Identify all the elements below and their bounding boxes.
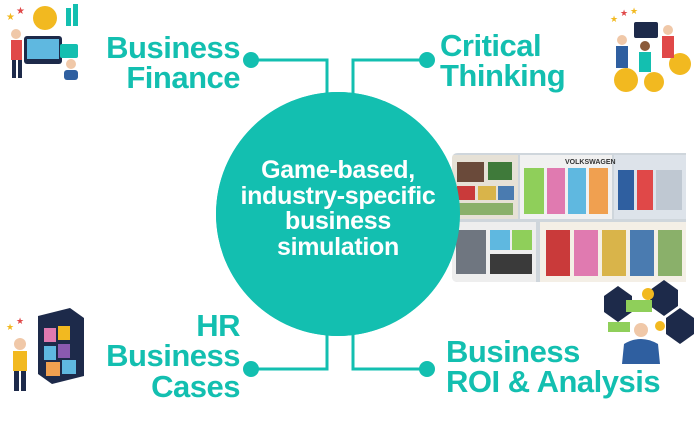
label-hr-line3: Cases (151, 368, 240, 404)
lightbulb-icon: ★ ★ ★ (610, 6, 691, 92)
roi-money-icon (604, 280, 694, 364)
center-line4: simulation (276, 232, 399, 261)
svg-text:★: ★ (6, 12, 15, 23)
svg-text:★: ★ (610, 14, 618, 24)
label-business-finance: Business Finance (96, 30, 240, 96)
svg-text:★: ★ (16, 6, 25, 17)
svg-text:★: ★ (620, 8, 628, 18)
label-business-roi: Business ROI & Analysis (446, 334, 696, 400)
board-header-text: VOLKSWAGEN (565, 159, 616, 166)
node-dot-hr-business-cases (243, 361, 259, 377)
label-critical-thinking-line1: Critical (440, 28, 542, 63)
hr-board-icon: ★ ★ (6, 308, 84, 391)
label-hr-line1: HR (196, 308, 240, 343)
center-text: Game-based, industry-specific business s… (222, 156, 454, 261)
label-business-finance-line2: Finance (126, 60, 240, 96)
svg-text:★: ★ (16, 316, 24, 326)
center-line2: industry-specific (240, 181, 436, 210)
node-dot-critical-thinking (419, 52, 435, 68)
label-roi-line2: ROI & Analysis (446, 364, 661, 400)
finance-icon: ★ ★ (6, 4, 78, 80)
node-dot-business-finance (243, 52, 259, 68)
center-line1: Game-based, (261, 156, 415, 184)
label-critical-thinking-line2: Thinking (440, 58, 566, 94)
label-business-finance-line1: Business (106, 30, 240, 65)
center-line3: business (285, 207, 391, 235)
node-dot-business-roi (419, 361, 435, 377)
label-hr-business-cases: HR Business Cases (96, 308, 240, 404)
label-roi-line1: Business (446, 334, 580, 369)
svg-text:★: ★ (6, 322, 14, 332)
label-hr-line2: Business (106, 338, 240, 374)
label-critical-thinking: Critical Thinking (440, 28, 600, 94)
svg-text:★: ★ (630, 6, 638, 16)
